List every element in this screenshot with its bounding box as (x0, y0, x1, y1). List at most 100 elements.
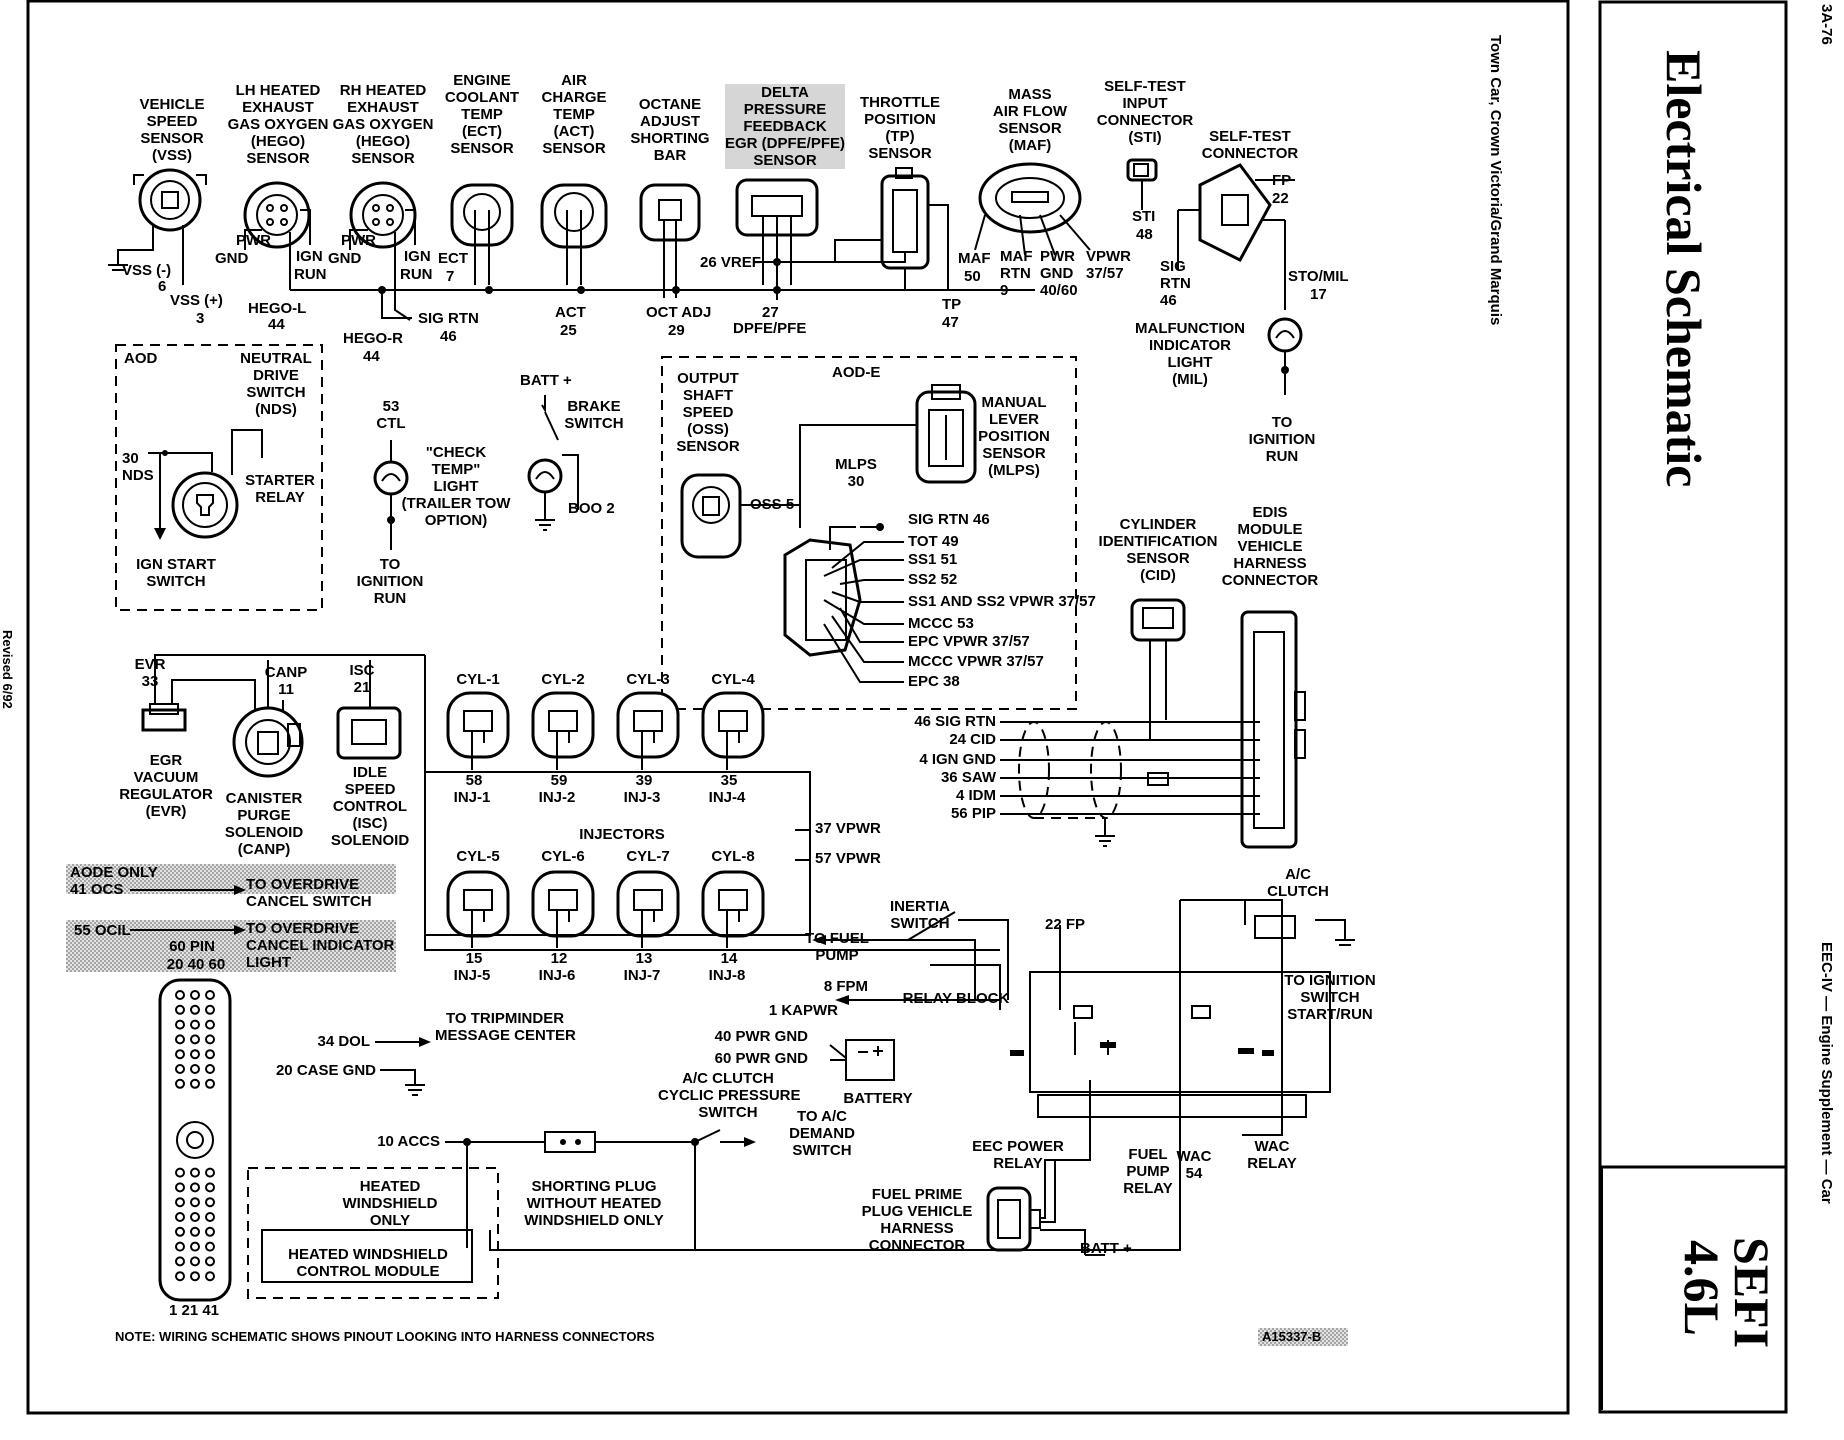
edis-wires (1000, 721, 1260, 815)
revised-date: Revised 6/92 (0, 630, 15, 709)
oct-adj-pin: OCT ADJ (646, 304, 712, 321)
mil-lamp (1267, 317, 1303, 395)
tp-number: 47 (942, 314, 959, 331)
diagram-frame (26, 0, 1570, 1415)
injector-inj-label: INJ-1 (453, 789, 491, 806)
injector-inj-label: INJ-5 (453, 967, 491, 984)
case-gnd-pin: 20 CASE GND (275, 1062, 376, 1079)
vss-minus-number: 6 (158, 278, 167, 295)
kapwr-label: 1 KAPWR (768, 1002, 838, 1019)
side-title-frame (1598, 0, 1788, 1414)
vss-plus-number: 3 (196, 310, 205, 327)
maf-connector (974, 162, 1091, 256)
canp-connector (232, 706, 304, 778)
aod-e-pin-label: SS1 51 (908, 551, 958, 568)
aod-e-pin-label: SIG RTN 46 (908, 511, 990, 528)
nds-connector (171, 471, 239, 539)
oss-pin: OSS 5 (750, 496, 795, 513)
isc-connector (336, 706, 402, 760)
boo-pin: BOO 2 (568, 500, 615, 517)
injector-inj-label: INJ-4 (708, 789, 746, 806)
battery-label: BATTERY (843, 1090, 913, 1107)
vpwr57-label: 57 VPWR (815, 850, 881, 867)
edis-pin-label: 56 PIP (950, 805, 996, 822)
edis-pin-label: 46 SIG RTN (914, 713, 996, 730)
injector-pin-label: 12 (550, 950, 568, 967)
act-pin: ACT (555, 304, 586, 321)
section-name: EEC-IV — Engine Supplement — Car (1818, 942, 1835, 1204)
vss-connector (133, 168, 207, 232)
injector-cyl-label: CYL-5 (456, 848, 500, 865)
shorting-plug (544, 1131, 596, 1153)
aod-e-pin-label: MCCC VPWR 37/57 (908, 653, 1044, 670)
hego-l-connector (243, 181, 311, 249)
aod-e-pin-label: MCCC 53 (908, 615, 974, 632)
injector-connector (446, 870, 510, 938)
injector-connector (446, 691, 510, 759)
oct-adj-number: 29 (668, 322, 685, 339)
tp-pin: TP (942, 296, 962, 313)
accs-pin: 10 ACCS (377, 1133, 440, 1150)
sixty-pin-contacts (175, 990, 215, 1282)
edis-pin-label: 24 CID (949, 731, 996, 748)
injector-cyl-label: CYL-3 (626, 671, 670, 688)
check-temp-lamp (373, 440, 409, 550)
vss-minus-pin: VSS (-) (122, 262, 172, 279)
hego-r-number: 44 (363, 348, 380, 365)
ect-pin: ECT (438, 250, 468, 267)
injector-cyl-label: CYL-2 (541, 671, 585, 688)
aod-e-pin-label: SS1 AND SS2 VPWR 37/57 (908, 593, 1096, 610)
aod-e-wire (831, 591, 904, 603)
battery (845, 1039, 895, 1081)
footer-note: NOTE: WIRING SCHEMATIC SHOWS PINOUT LOOK… (115, 1329, 655, 1344)
vref-pin: 26 VREF (700, 254, 761, 271)
aod-e-wire (823, 623, 904, 683)
run-label: RUN (400, 266, 433, 283)
sto-pin: STO/MIL (1288, 268, 1349, 285)
sti-connector (1126, 158, 1158, 210)
edis-pin-label: 36 SAW (940, 769, 996, 786)
injector-connector (616, 870, 680, 938)
sti-number: 48 (1136, 226, 1153, 243)
edis-pin-label: 4 IDM (955, 787, 996, 804)
dpfe-connector (735, 178, 819, 300)
figure-id: A15337-B (1262, 1329, 1321, 1344)
edis-connector (1240, 610, 1306, 849)
engine-size: 4.6L (1674, 1240, 1730, 1336)
injector-pin-label: 58 (465, 772, 483, 789)
gnd-label: GND (328, 250, 362, 267)
relay-block-label: RELAY BLOCK (902, 990, 1010, 1007)
injector-pin-label: 14 (720, 950, 738, 967)
sto-number: 17 (1310, 286, 1327, 303)
injector-connector (531, 870, 595, 938)
aod-e-wire (839, 607, 904, 643)
aod-box (115, 344, 323, 611)
injector-pin-label: 13 (635, 950, 653, 967)
ign-label: IGN (404, 248, 431, 265)
fp22-label: 22 FP (1044, 916, 1086, 933)
